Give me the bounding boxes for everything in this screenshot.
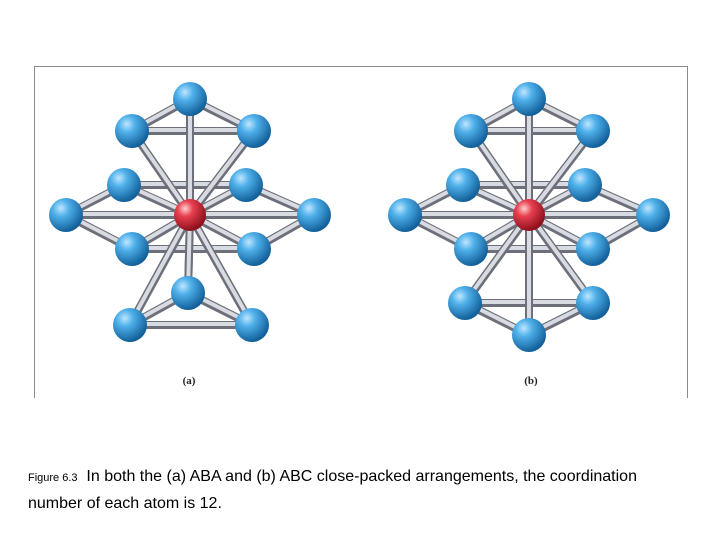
aba-neighbor-atom [107, 168, 141, 202]
bonds-layer [62, 95, 657, 339]
abc-center-bond-highlight [527, 212, 595, 304]
aba-center-atom [174, 199, 206, 231]
aba-neighbor-atom [173, 82, 207, 116]
abc-neighbor-atom [636, 198, 670, 232]
figure-panel: (a) (b) [34, 66, 688, 398]
abc-center-bond-highlight [463, 212, 531, 304]
atoms-layer [49, 82, 670, 352]
abc-neighbor-atom [448, 286, 482, 320]
abc-neighbor-atom [446, 168, 480, 202]
abc-center-atom [513, 199, 545, 231]
aba-neighbor-atom [237, 232, 271, 266]
abc-neighbor-atom [576, 114, 610, 148]
aba-neighbor-atom [113, 308, 147, 342]
aba-neighbor-atom [229, 168, 263, 202]
aba-neighbor-atom [171, 276, 205, 310]
abc-neighbor-atom [512, 82, 546, 116]
aba-center-bond-highlight [128, 212, 192, 326]
abc-neighbor-atom [512, 318, 546, 352]
aba-neighbor-atom [115, 114, 149, 148]
figure-caption: Figure 6.3 In both the (a) ABA and (b) A… [28, 464, 688, 516]
abc-neighbor-atom [388, 198, 422, 232]
packing-diagram [49, 82, 670, 352]
aba-neighbor-atom [115, 232, 149, 266]
figure-number: Figure 6.3 [28, 472, 78, 484]
abc-neighbor-atom [454, 232, 488, 266]
panel-b-label: (b) [524, 375, 538, 387]
aba-neighbor-atom [237, 114, 271, 148]
caption-text: In both the (a) ABA and (b) ABC close-pa… [28, 468, 637, 512]
abc-neighbor-atom [454, 114, 488, 148]
aba-neighbor-atom [235, 308, 269, 342]
abc-neighbor-atom [576, 286, 610, 320]
panel-a-label: (a) [182, 375, 196, 387]
abc-neighbor-atom [576, 232, 610, 266]
abc-neighbor-atom [568, 168, 602, 202]
aba-neighbor-atom [49, 198, 83, 232]
aba-neighbor-atom [297, 198, 331, 232]
aba-center-bond-highlight [188, 212, 254, 326]
